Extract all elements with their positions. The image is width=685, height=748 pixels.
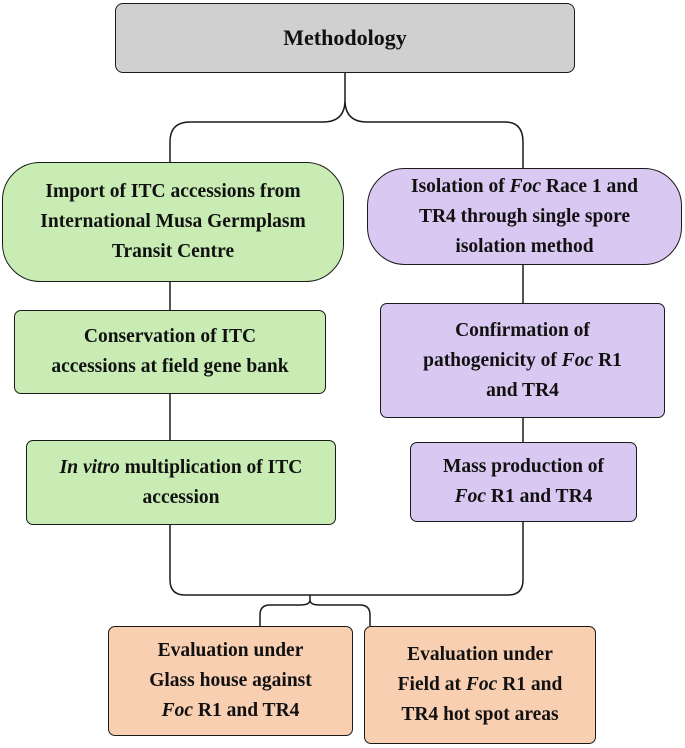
in-vitro-line-1: In vitro multiplication of ITC xyxy=(60,453,303,483)
confirmation-line-2a: pathogenicity of xyxy=(423,349,562,371)
confirmation-foc: Foc xyxy=(561,349,594,371)
field-foc: Foc xyxy=(465,674,498,695)
isolation-line-1a: Isolation of xyxy=(411,175,510,197)
mass-line-1: Mass production of xyxy=(442,456,605,477)
isolation-line-2: TR4 through single spore xyxy=(418,205,631,227)
import-line-2: International Musa Germplasm xyxy=(40,211,306,232)
confirmation-line-3: and TR4 xyxy=(486,379,559,401)
connector-outcome-split xyxy=(259,595,371,626)
field-line-2b: R1 and xyxy=(497,674,563,695)
isolation-line-1b: Race 1 and xyxy=(541,175,638,197)
glasshouse-line-3b: R1 and TR4 xyxy=(193,700,300,721)
glasshouse-line-1: Evaluation under xyxy=(157,640,304,661)
import-line-1: Import of ITC accessions from xyxy=(45,181,301,202)
confirmation-line-2: pathogenicity of Foc R1 xyxy=(423,346,622,376)
field-line-3: TR4 hot spot areas xyxy=(401,704,559,725)
connector-merge xyxy=(169,522,524,596)
title-box: Methodology xyxy=(115,3,575,73)
glasshouse-line-3: Foc R1 and TR4 xyxy=(162,696,300,726)
mass-foc: Foc xyxy=(454,486,487,507)
confirmation-line-2b: R1 xyxy=(593,349,622,371)
in-vitro-line-2: accession xyxy=(142,486,220,508)
mass-line-2b: R1 and TR4 xyxy=(486,486,593,507)
connector-title-split xyxy=(169,73,524,168)
glasshouse-line-2: Glass house against xyxy=(149,670,312,691)
confirmation-box: Confirmation of pathogenicity of Foc R1 … xyxy=(380,303,665,418)
in-vitro-box: In vitro multiplication of ITC accession xyxy=(26,440,336,525)
in-vitro-italic: In vitro xyxy=(59,456,120,478)
isolation-box: Isolation of Foc Race 1 and TR4 through … xyxy=(367,168,682,265)
import-line-3: Transit Centre xyxy=(111,241,235,262)
isolation-line-3: isolation method xyxy=(455,235,594,257)
field-line-2: Field at Foc R1 and xyxy=(398,670,563,700)
glasshouse-foc: Foc xyxy=(161,700,194,721)
in-vitro-rest: multiplication of ITC xyxy=(119,456,303,478)
mass-line-2: Foc R1 and TR4 xyxy=(455,482,593,512)
import-itc-box: Import of ITC accessions from Internatio… xyxy=(2,162,344,282)
conservation-line-2: accessions at field gene bank xyxy=(51,356,289,377)
isolation-foc: Foc xyxy=(509,175,542,197)
field-line-1: Evaluation under xyxy=(407,644,553,665)
isolation-line-1: Isolation of Foc Race 1 and xyxy=(411,172,638,202)
confirmation-line-1: Confirmation of xyxy=(455,319,590,341)
conservation-line-1: Conservation of ITC xyxy=(83,326,257,347)
field-line-2a: Field at xyxy=(397,674,466,695)
field-evaluation-box: Evaluation under Field at Foc R1 and TR4… xyxy=(364,626,596,744)
conservation-box: Conservation of ITC accessions at field … xyxy=(14,310,326,394)
mass-production-box: Mass production of Foc R1 and TR4 xyxy=(410,442,637,522)
glasshouse-evaluation-box: Evaluation under Glass house against Foc… xyxy=(108,626,353,736)
title-text: Methodology xyxy=(283,25,407,50)
